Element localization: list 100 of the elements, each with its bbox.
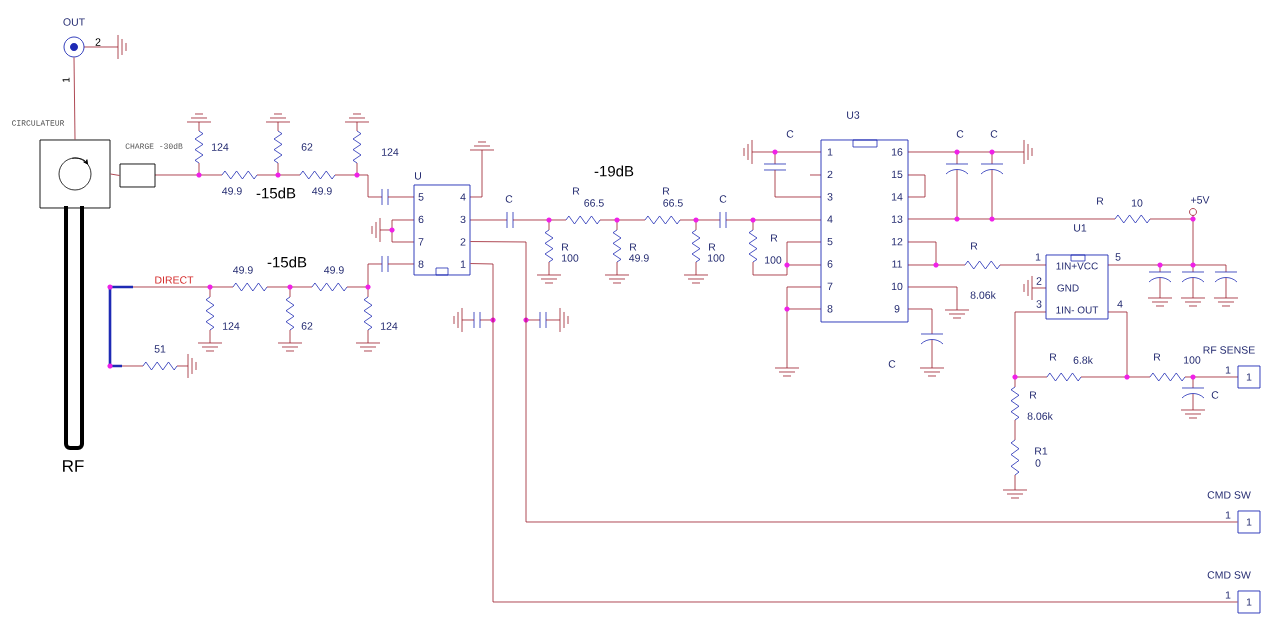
value-label: 100 xyxy=(708,254,725,262)
port-box: 1 xyxy=(1237,590,1261,614)
attenuation-label: -19dB xyxy=(594,165,634,177)
node-label: 4 xyxy=(460,193,466,201)
value-label: 124 xyxy=(223,322,240,330)
pin-number: 3 xyxy=(1036,300,1042,308)
value-label: 100 xyxy=(765,256,782,264)
ic-chip: 1 2 3 4 5 6 7 8 16 15 14 13 12 11 10 9 xyxy=(820,139,909,323)
chip-label: U1 xyxy=(1074,224,1087,232)
pin-number: 2 xyxy=(1036,277,1042,285)
value-label: 124 xyxy=(212,143,229,151)
node-label: 2 xyxy=(460,238,466,246)
value-label: 62 xyxy=(301,322,313,330)
component-label: CHARGE -30dB xyxy=(125,143,183,149)
component-label: C xyxy=(888,360,896,368)
value-label: 100 xyxy=(1184,356,1201,364)
port-label: CMD SW xyxy=(1207,491,1251,499)
wire xyxy=(470,263,1238,603)
component-label: R xyxy=(709,243,716,251)
value-label: 49.9 xyxy=(233,266,253,274)
wire xyxy=(110,173,120,176)
node-label: 13 xyxy=(891,215,903,223)
node-label: 14 xyxy=(891,193,903,201)
value-label: 62 xyxy=(301,143,313,151)
node-label: 6 xyxy=(418,215,424,224)
value-label: 0 xyxy=(1035,459,1041,467)
component-label: R xyxy=(562,243,569,251)
pin-number: 4 xyxy=(1117,300,1123,308)
node-label: 12 xyxy=(891,237,903,246)
net-label: +5V xyxy=(1191,196,1210,204)
chip-label: U3 xyxy=(847,111,860,119)
component-label: C xyxy=(956,130,964,138)
value-label: 8.06k xyxy=(970,291,996,299)
component-label: R xyxy=(771,234,778,242)
pin-number: 1 xyxy=(1225,511,1231,519)
node-label: 3 xyxy=(827,193,833,201)
node-label: 1 xyxy=(827,148,833,156)
pin-number: 1 xyxy=(1035,253,1041,261)
value-label: 49.9 xyxy=(222,187,242,195)
node-label: 1 xyxy=(460,260,466,268)
value-label: 124 xyxy=(382,148,399,156)
pin-number: 2 xyxy=(95,38,101,46)
node-label: 3 xyxy=(460,215,466,224)
component-label: C xyxy=(786,130,794,138)
port-label: CMD SW xyxy=(1207,571,1251,579)
value-label: 66.5 xyxy=(663,199,683,207)
port-box: 1 xyxy=(1237,365,1261,389)
component-label: R xyxy=(663,187,670,195)
component-label: R1 xyxy=(1035,447,1048,455)
chip-label: U xyxy=(415,172,421,180)
component-label: C xyxy=(990,130,998,138)
value-label: 49.9 xyxy=(629,254,649,262)
attenuation-label: -15dB xyxy=(256,187,296,199)
node-label: 6 xyxy=(827,260,833,268)
node-label: 7 xyxy=(418,238,424,246)
component-label: R xyxy=(573,187,580,195)
connector-label: OUT xyxy=(63,18,85,26)
component-label: C xyxy=(719,195,727,203)
ic-chip: 1IN+VCC GND 1IN- OUT xyxy=(1045,254,1109,320)
port-box: 1 xyxy=(1237,510,1261,534)
value-label: 49.9 xyxy=(324,266,344,274)
component-label: R xyxy=(1154,353,1161,361)
node-label: 9 xyxy=(894,305,900,313)
value-label: 8.06k xyxy=(1027,412,1053,420)
node-label: 10 xyxy=(891,282,903,291)
value-label: 66.5 xyxy=(584,199,604,207)
wire xyxy=(470,241,1238,523)
component-label: C xyxy=(505,195,513,203)
node-label: 8 xyxy=(827,305,833,313)
value-label: 49.9 xyxy=(312,187,332,195)
component-label: C xyxy=(1211,391,1219,399)
value-label: 6.8k xyxy=(1073,356,1093,364)
node-label: 4 xyxy=(827,215,833,223)
component-label: R xyxy=(1030,391,1037,399)
wire xyxy=(73,57,76,140)
net-label: DIRECT xyxy=(155,276,194,284)
value-label: 10 xyxy=(1131,199,1143,207)
node-label: 16 xyxy=(891,148,903,156)
node-label: 5 xyxy=(418,193,424,201)
node-label: 7 xyxy=(827,282,833,291)
node-label: 8 xyxy=(418,260,424,268)
component-label: R xyxy=(630,243,637,251)
ic-chip: 5 6 7 8 4 3 2 1 xyxy=(413,184,471,276)
node-label: 5 xyxy=(827,237,833,246)
node-label: 2 xyxy=(827,170,833,179)
attenuation-label: -15dB xyxy=(267,256,307,268)
value-label: 124 xyxy=(381,322,398,330)
value-label: 100 xyxy=(562,254,579,262)
component-label: R xyxy=(1050,353,1057,361)
port-label: RF SENSE xyxy=(1203,346,1255,354)
component-label: R xyxy=(1097,197,1104,205)
node-label: 11 xyxy=(892,260,902,268)
value-label: 51 xyxy=(154,345,166,353)
pin-number: 1 xyxy=(62,77,70,82)
pin-number: 5 xyxy=(1115,253,1121,261)
line-label: RF xyxy=(63,460,84,472)
pin-number: 1 xyxy=(1225,366,1231,374)
node-label: 15 xyxy=(891,170,903,179)
component-label: R xyxy=(971,242,978,250)
pin-number: 1 xyxy=(1225,591,1231,599)
